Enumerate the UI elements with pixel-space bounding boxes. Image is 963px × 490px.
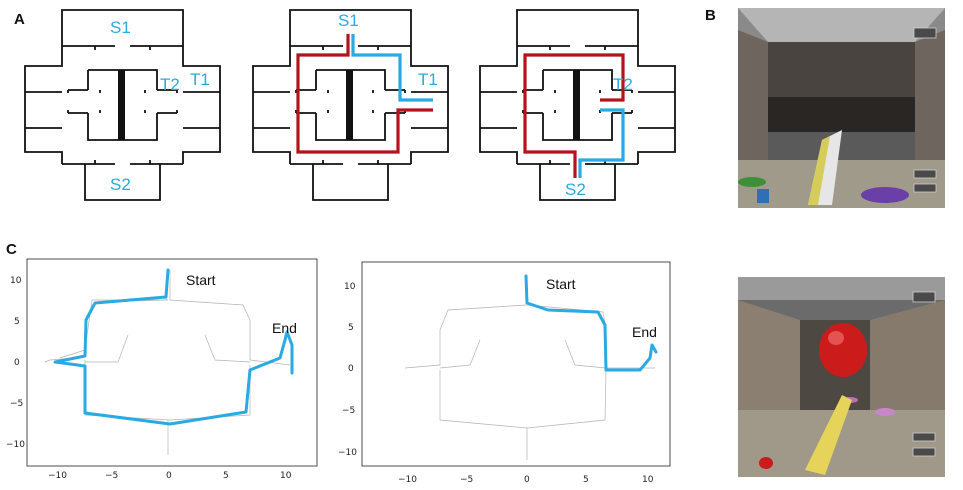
svg-text:−5: −5 [460,475,473,485]
label-end: End [272,320,297,336]
svg-text:−5: −5 [105,471,118,481]
svg-text:0: 0 [166,471,172,481]
svg-text:0: 0 [524,475,530,485]
blue-trajectory [53,268,294,426]
blue-route [351,34,433,102]
screenshot-top [738,8,945,208]
label-end: End [632,324,657,340]
screenshot-bottom [738,277,945,477]
svg-text:−10: −10 [398,475,417,485]
svg-text:−10: −10 [338,448,357,458]
svg-text:10: 10 [642,475,654,485]
svg-text:−10: −10 [48,471,67,481]
svg-text:5: 5 [348,323,354,333]
svg-text:5: 5 [223,471,229,481]
panel-label-c: C [6,241,17,258]
panel-label-a: A [14,11,25,28]
svg-text:−10: −10 [6,440,25,450]
red-route [296,34,433,154]
label-start: Start [186,272,216,288]
plot-1-yticks: 10 5 0 −5 −10 [6,276,25,450]
blue-trajectory [524,274,658,372]
maze-2: S1 T1 [252,9,449,201]
label-start: Start [546,276,576,292]
blue-route [578,108,625,178]
svg-text:−5: −5 [342,406,355,416]
label-t1: T1 [418,70,438,89]
svg-text:5: 5 [583,475,589,485]
svg-text:0: 0 [348,364,354,374]
label-t1: T1 [190,70,210,89]
plot-1: Start End −10 −5 0 5 10 10 5 0 −5 −10 [6,258,318,481]
gray-trajectories [44,269,291,455]
label-s2: S2 [110,175,131,194]
maze-1: S1 T2 T1 S2 [24,9,221,201]
svg-text:10: 10 [344,282,356,292]
svg-text:10: 10 [280,471,292,481]
red-route [523,53,625,178]
label-s2: S2 [565,180,586,199]
panel-label-b: B [705,7,716,24]
svg-text:−5: −5 [10,399,23,409]
svg-text:5: 5 [14,317,20,327]
plot-2-yticks: 10 5 0 −5 −10 [338,282,357,458]
plot-2: Start End −10 −5 0 5 10 10 5 0 −5 −10 [338,261,671,485]
svg-text:10: 10 [10,276,22,286]
maze-3: T2 S2 [479,9,676,201]
plot-2-xticks: −10 −5 0 5 10 [398,475,654,485]
label-s1: S1 [338,11,359,30]
svg-text:0: 0 [14,358,20,368]
label-s1: S1 [110,18,131,37]
label-t2: T2 [160,75,180,94]
label-t2: T2 [613,75,633,94]
plot-1-xticks: −10 −5 0 5 10 [48,471,292,481]
